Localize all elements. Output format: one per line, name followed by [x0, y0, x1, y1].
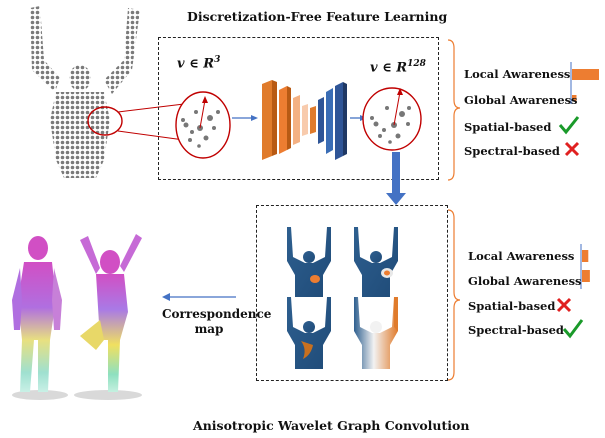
bottom-global-awareness-label: Global Awareness: [468, 274, 582, 288]
output-feature-label: v ∈ R128: [370, 59, 426, 76]
bottom-spatial-label: Spatial-based: [468, 299, 556, 313]
top-global-awareness-bar: [572, 95, 577, 101]
input-feature-label: v ∈ R3: [177, 55, 221, 72]
human-standing: [12, 236, 62, 392]
top-local-awareness-bar: [572, 69, 599, 80]
output-patch-ellipse: [362, 87, 422, 151]
output-patch-points: [370, 106, 411, 144]
bottom-brace: [447, 209, 461, 381]
top-spatial-label: Spatial-based: [464, 120, 552, 134]
wavelet-conv-box: [256, 205, 448, 381]
top-spatial-check-icon: [558, 116, 580, 135]
input-patch-points: [181, 110, 220, 148]
encoder-decoder-network: [262, 80, 347, 160]
correspondence-map-label: Correspondence map: [162, 307, 272, 336]
bottom-spectral-label: Spectral-based: [468, 323, 564, 337]
top-spectral-label: Spectral-based: [464, 144, 560, 158]
bottom-spectral-check-icon: [562, 319, 584, 339]
bottom-local-awareness-label: Local Awareness: [468, 249, 575, 263]
top-global-awareness-label: Global Awareness: [464, 93, 578, 107]
top-brace: [447, 39, 461, 181]
bottom-global-awareness-bar: [582, 270, 590, 282]
top-title: Discretization-Free Feature Learning: [187, 9, 448, 24]
bottom-title: Anisotropic Wavelet Graph Convolution: [193, 418, 470, 433]
top-spectral-cross-icon: [564, 141, 580, 157]
down-arrow: [392, 152, 400, 194]
bottom-local-awareness-bar: [582, 250, 589, 262]
feature-learning-box: [158, 37, 439, 180]
top-local-awareness-label: Local Awareness: [464, 67, 571, 81]
bottom-spatial-cross-icon: [556, 297, 572, 313]
human-tree-pose: [80, 234, 142, 392]
